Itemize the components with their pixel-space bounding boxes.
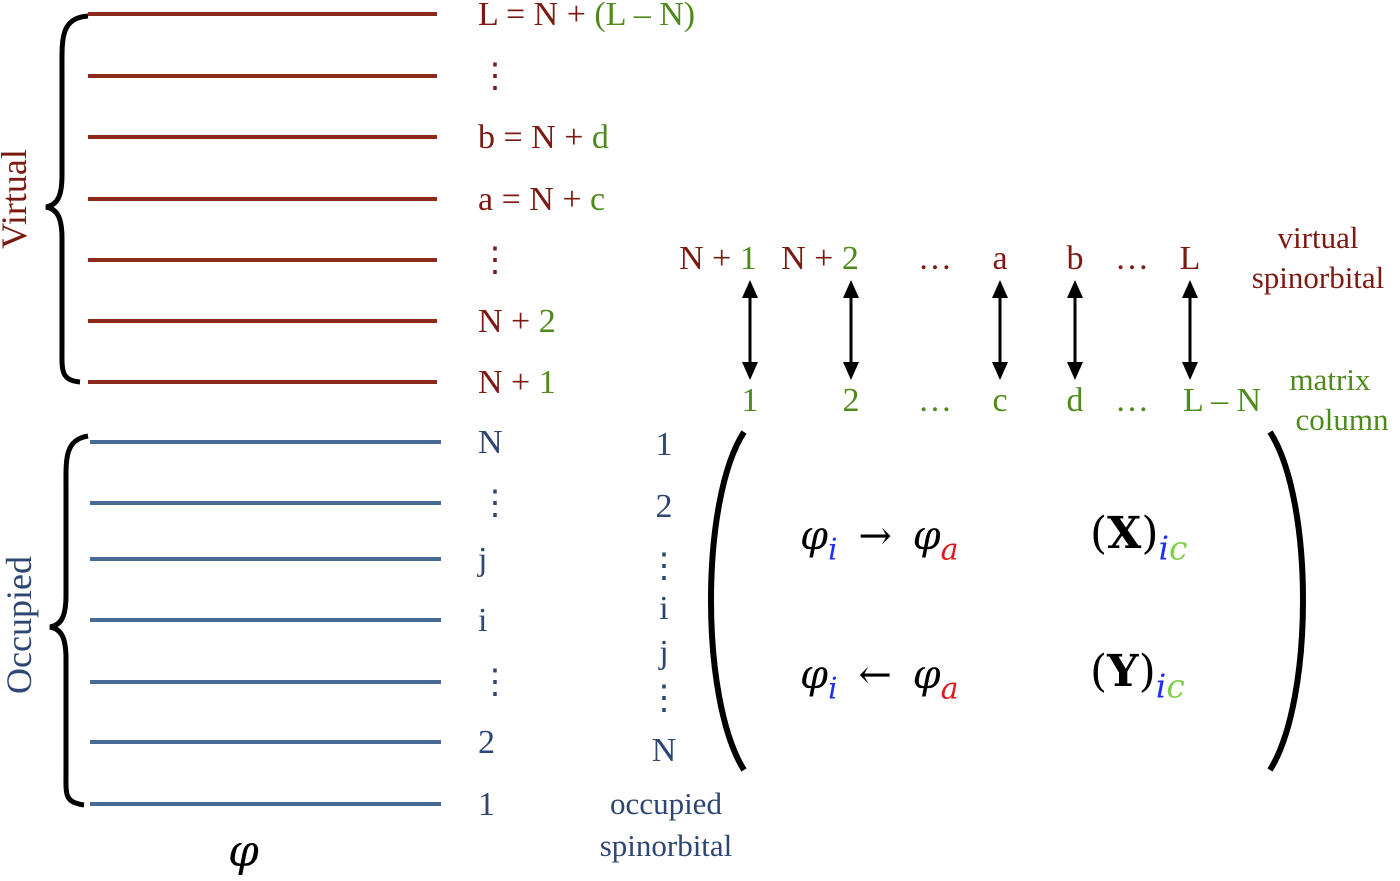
correspondence-arrows xyxy=(742,280,1198,380)
occupied-level-label: ⋮ xyxy=(478,485,512,522)
virtual-level-label: ⋮ xyxy=(478,60,512,94)
occupied-level-label: ⋮ xyxy=(478,664,512,701)
double-arrow xyxy=(1182,280,1198,380)
occupied-level-label: 2 xyxy=(478,724,495,761)
column-header-cell: 1 xyxy=(741,382,759,419)
double-arrow xyxy=(1067,280,1083,380)
virtual-header-cell: N + 1 xyxy=(679,242,757,276)
virtual-level-label: ⋮ xyxy=(478,244,512,278)
virtual-level-label-part: d xyxy=(591,119,609,156)
matrix-row1-element: (X)ic xyxy=(1090,508,1188,568)
virtual-label-line2: spinorbital xyxy=(1251,260,1385,295)
index-a: a xyxy=(940,671,959,707)
phi-i: φ xyxy=(800,652,829,698)
virtual-level-label: b = N + d xyxy=(478,121,609,155)
phi-a: φ xyxy=(912,652,941,698)
virtual-header-cell: N + 2 xyxy=(781,242,859,276)
column-label-line2: column xyxy=(1295,402,1389,437)
occupied-level-label: i xyxy=(478,602,488,639)
column-header-cell: … xyxy=(1115,382,1149,419)
left-arrow: ← xyxy=(858,652,892,698)
occupied-level-label: j xyxy=(478,541,488,578)
double-arrow xyxy=(843,280,859,380)
virtual-level-label: N + 2 xyxy=(478,305,556,339)
virtual-level-lines xyxy=(88,12,437,384)
index-i: i xyxy=(828,532,838,568)
virtual-level-label-part: 2 xyxy=(538,303,556,340)
virtual-header-cell-part: … xyxy=(1115,240,1149,277)
virtual-header-cell-part: … xyxy=(918,240,952,277)
virtual-header-cell-part: b xyxy=(1066,240,1084,277)
row-index-cell: 2 xyxy=(655,488,673,525)
column-header-cell: d xyxy=(1066,382,1084,419)
virtual-header-cell: a xyxy=(992,242,1007,276)
phi-i: φ xyxy=(800,513,829,559)
occupied-level-lines xyxy=(90,440,441,806)
column-header-cell: 2 xyxy=(842,382,860,419)
row-index-cell: ⋮ xyxy=(647,680,681,717)
virtual-brace-label: Virtual xyxy=(0,149,34,249)
virtual-header-cell: … xyxy=(1115,242,1149,276)
index-a: a xyxy=(940,532,959,568)
occupied-level-label: N xyxy=(478,424,503,461)
row-index-cell: i xyxy=(659,590,669,627)
index-c: c xyxy=(1166,666,1185,706)
virtual-header-cell-part: 2 xyxy=(841,240,859,277)
index-i: i xyxy=(1158,528,1170,568)
row-index-cell: ⋮ xyxy=(647,548,681,585)
virtual-level-label-part: c xyxy=(590,181,606,218)
matrix-row2-deexcitation: φi ← φa xyxy=(800,655,958,705)
right-arrow: → xyxy=(858,513,892,559)
matrix-row1-excitation: φi → φa xyxy=(800,516,958,566)
virtual-label-line1: virtual xyxy=(1277,220,1359,255)
virtual-header-cell: b xyxy=(1067,242,1084,276)
matrix-Y: Y xyxy=(1107,646,1139,697)
virtual-brace xyxy=(45,13,89,385)
occupied-label-line1: occupied xyxy=(610,786,722,821)
virtual-level-label-part: ⋮ xyxy=(478,242,512,279)
column-header-cell: … xyxy=(918,382,952,419)
virtual-level-label-part: N + xyxy=(478,364,539,401)
row-index-cell: N xyxy=(651,732,677,769)
matrix-left-paren xyxy=(708,430,747,772)
virtual-level-label-part: ⋮ xyxy=(478,58,512,95)
occupied-level-label: 1 xyxy=(478,786,495,823)
virtual-level-label-part: L = N + xyxy=(478,0,595,33)
virtual-header-cell-part: a xyxy=(992,240,1008,277)
virtual-level-label-part: a = N + xyxy=(478,181,590,218)
virtual-header-cell-part: 1 xyxy=(739,240,757,277)
matrix-X: X xyxy=(1107,508,1142,559)
occupied-brace xyxy=(49,433,89,808)
occupied-brace-label: Occupied xyxy=(0,556,39,694)
virtual-level-label-part: 1 xyxy=(538,364,556,401)
row-index-cell: j xyxy=(659,634,669,671)
double-arrow xyxy=(992,280,1008,380)
virtual-header-cell-part: N + xyxy=(781,240,842,277)
matrix-row2-element: (Y)ic xyxy=(1090,646,1185,706)
index-c: c xyxy=(1169,528,1188,568)
virtual-level-label: a = N + c xyxy=(478,183,605,217)
virtual-level-label-part: b = N + xyxy=(478,119,592,156)
virtual-header-cell-part: N + xyxy=(679,240,740,277)
occupied-label-line2: spinorbital xyxy=(599,828,733,863)
column-header-cell: c xyxy=(992,382,1008,419)
column-label-line1: matrix xyxy=(1289,362,1371,397)
virtual-header-cell-part: L xyxy=(1179,240,1201,277)
index-i: i xyxy=(1155,666,1167,706)
virtual-level-label-part: (L – N) xyxy=(594,0,696,33)
virtual-header-cell: L xyxy=(1180,242,1201,276)
phi-axis-label: φ xyxy=(228,826,259,877)
virtual-level-label-part: N + xyxy=(478,303,539,340)
virtual-level-label: N + 1 xyxy=(478,366,556,400)
virtual-header-cell: … xyxy=(918,242,952,276)
virtual-level-label: L = N + (L – N) xyxy=(478,0,695,32)
row-index-cell: 1 xyxy=(655,426,673,463)
index-i: i xyxy=(828,671,838,707)
matrix-right-paren xyxy=(1267,430,1306,772)
double-arrow xyxy=(742,280,758,380)
phi-a: φ xyxy=(912,513,941,559)
column-header-cell: L – N xyxy=(1182,382,1262,419)
